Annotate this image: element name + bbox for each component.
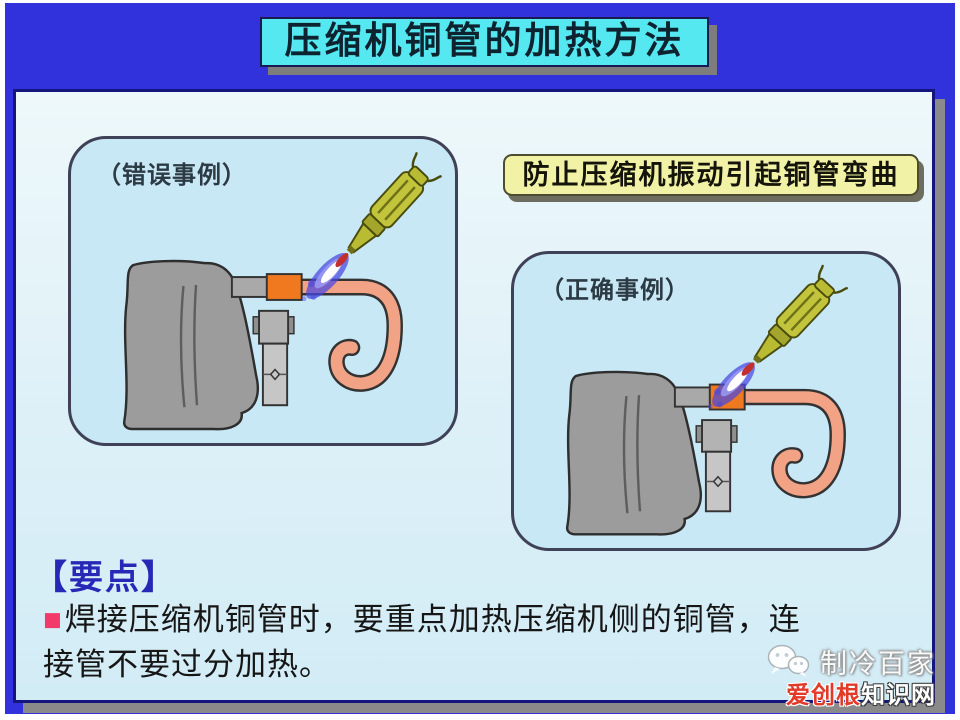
brazing-sleeve	[265, 273, 303, 301]
compressor-body	[122, 259, 260, 431]
wechat-icon	[767, 644, 810, 677]
copper-connection-pipe	[734, 388, 846, 499]
keypoint-heading: 【要点】	[33, 560, 177, 597]
compressor-body	[565, 370, 703, 536]
slide-title: 压缩机铜管的加热方法	[284, 21, 685, 62]
tip-banner: 防止压缩机振动引起铜管弯曲	[503, 154, 919, 196]
correct-example-label: （正确事例）	[540, 278, 690, 304]
bullet-square-icon: ■	[43, 602, 63, 637]
copper-connection-pipe	[291, 278, 403, 392]
keypoint-line1-text: 焊接压缩机铜管时，要重点加热压缩机侧的铜管，连	[64, 602, 801, 637]
mounting-bracket	[252, 309, 295, 407]
torch-icon	[346, 152, 442, 255]
flame-icon	[301, 252, 349, 302]
keypoint-text: ■焊接压缩机铜管时，要重点加热压缩机侧的铜管，连 接管不要过分加热。	[43, 597, 923, 687]
keypoint-line-2: 接管不要过分加热。	[43, 647, 331, 682]
watermark-site-red: 爱创根	[786, 682, 861, 709]
mounting-bracket	[695, 419, 738, 513]
keypoint-line-1: ■焊接压缩机铜管时，要重点加热压缩机侧的铜管，连	[43, 597, 923, 642]
correct-example-panel: （正确事例）	[511, 251, 901, 551]
wrong-example-diagram	[122, 152, 442, 431]
content-panel: （错误事例） 防止压缩机振动引起铜管弯曲	[13, 89, 935, 709]
watermark-brand: 制冷百家	[820, 649, 936, 679]
wrong-example-panel: （错误事例）	[68, 136, 458, 446]
correct-example-diagram	[565, 264, 848, 536]
watermark-site: 爱创根知识网	[766, 675, 936, 710]
flame-icon	[707, 362, 755, 409]
watermark: 制冷百家 爱创根知识网	[766, 642, 936, 710]
watermark-brand-row: 制冷百家	[766, 642, 936, 681]
torch-and-flame	[301, 152, 442, 302]
slide-frame: 压缩机铜管的加热方法	[5, 3, 955, 714]
tip-banner-text: 防止压缩机振动引起铜管弯曲	[522, 160, 900, 190]
wrong-example-label: （错误事例）	[97, 163, 247, 189]
torch-and-flame	[707, 264, 848, 409]
slide-title-box: 压缩机铜管的加热方法	[260, 17, 709, 67]
torch-icon	[752, 264, 848, 364]
watermark-site-white: 知识网	[861, 682, 936, 709]
